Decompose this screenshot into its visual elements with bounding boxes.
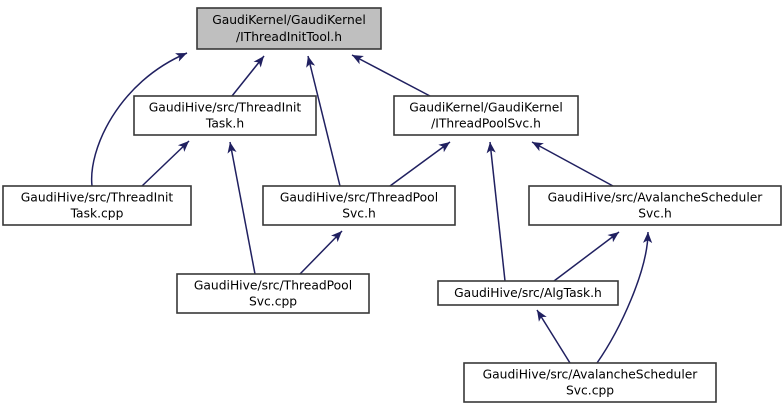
edge-path (231, 55, 265, 97)
edge-avalanchescheduler-cpp-to-algtask-h (536, 309, 571, 364)
arrowhead-icon (537, 310, 547, 322)
node-label-line2: Svc.h (638, 207, 672, 221)
edge-path (536, 309, 571, 364)
edge-threadpoolsvc-cpp-to-threadinittask-h (227, 141, 256, 275)
node-ithreadinittool-h[interactable]: GaudiKernel/GaudiKernel/IThreadInitTool.… (196, 7, 382, 50)
edge-algtask-h-to-ithreadpoolsvc (486, 141, 506, 282)
edge-threadinittask-cpp-to-threadinittask-h (141, 140, 190, 187)
edge-threadpoolsvc-h-to-ithreadinittool (306, 55, 341, 187)
node-label-line1: GaudiKernel/GaudiKernel (409, 101, 563, 115)
node-label-line2: /IThreadPoolSvc.h (431, 117, 541, 131)
node-label-line1: GaudiHive/src/AvalancheScheduler (548, 191, 764, 205)
node-label-line1: GaudiHive/src/AvalancheScheduler (483, 368, 699, 382)
arrowhead-icon (253, 56, 264, 68)
edge-path (229, 141, 256, 275)
node-label-line2: Svc.h (342, 207, 376, 221)
arrowhead-icon (177, 141, 189, 152)
node-label-line1: GaudiHive/src/ThreadPool (194, 279, 352, 293)
node-label-line2: Task.cpp (70, 207, 124, 221)
edge-avalanchescheduler-h-to-ithreadpoolsvc (531, 141, 614, 187)
edge-path (351, 54, 431, 97)
edge-avalanchescheduler-cpp-to-avalanchescheduler-h (596, 231, 653, 364)
node-box[interactable] (196, 7, 382, 50)
node-label-line2: Svc.cpp (566, 384, 614, 398)
arrowhead-icon (331, 231, 342, 243)
node-box[interactable] (133, 95, 317, 136)
node-label-line1: GaudiHive/src/ThreadInit (149, 101, 302, 115)
edge-path (389, 141, 451, 187)
node-box[interactable] (262, 185, 456, 226)
arrowhead-icon (486, 142, 496, 154)
edge-ithreadpoolsvc-to-ithreadinittool (351, 54, 431, 97)
node-threadpoolsvc-cpp[interactable]: GaudiHive/src/ThreadPoolSvc.cpp (176, 273, 370, 314)
node-label-line1: GaudiHive/src/AlgTask.h (454, 286, 602, 300)
nodes-layer: GaudiKernel/GaudiKernel/IThreadInitTool.… (2, 7, 782, 403)
arrowhead-icon (532, 142, 544, 152)
node-label-line1: GaudiKernel/GaudiKernel (212, 13, 366, 27)
edge-path (553, 231, 620, 282)
node-ithreadpoolsvc-h[interactable]: GaudiKernel/GaudiKernel/IThreadPoolSvc.h (393, 95, 579, 136)
node-label-line2: Svc.cpp (249, 295, 297, 309)
edge-path (489, 141, 506, 282)
node-label-line2: /IThreadInitTool.h (236, 30, 342, 44)
arrowhead-icon (607, 232, 619, 243)
edge-path (90, 52, 188, 187)
node-algtask-h[interactable]: GaudiHive/src/AlgTask.h (437, 280, 619, 306)
node-box[interactable] (176, 273, 370, 314)
arrowhead-icon (643, 232, 653, 244)
node-box[interactable] (528, 185, 782, 226)
edge-path (299, 230, 343, 275)
arrowhead-icon (175, 53, 187, 62)
node-label-line1: GaudiHive/src/ThreadPool (280, 191, 438, 205)
node-box[interactable] (393, 95, 579, 136)
node-label-line1: GaudiHive/src/ThreadInit (21, 191, 174, 205)
edge-threadpoolsvc-cpp-to-threadpoolsvc-h (299, 230, 343, 275)
arrowhead-icon (438, 142, 450, 153)
edge-threadinittask-h-to-ithreadinittool (231, 55, 265, 97)
arrowhead-icon (352, 55, 364, 65)
arrowhead-icon (306, 56, 316, 68)
node-box[interactable] (463, 362, 717, 403)
edge-path (531, 141, 614, 187)
edges-layer (90, 52, 653, 364)
edge-algtask-h-to-avalanchescheduler-h (553, 231, 620, 282)
node-box[interactable] (2, 185, 192, 226)
edge-threadinittask-cpp-to-ithreadinittool (90, 52, 188, 187)
arrowhead-icon (227, 142, 237, 154)
node-label-line2: Task.h (205, 117, 244, 131)
node-box[interactable] (437, 280, 619, 306)
edge-path (141, 140, 190, 187)
edge-path (596, 231, 649, 364)
edge-threadpoolsvc-h-to-ithreadpoolsvc (389, 141, 451, 187)
node-threadpoolsvc-h[interactable]: GaudiHive/src/ThreadPoolSvc.h (262, 185, 456, 226)
edge-path (307, 55, 341, 187)
